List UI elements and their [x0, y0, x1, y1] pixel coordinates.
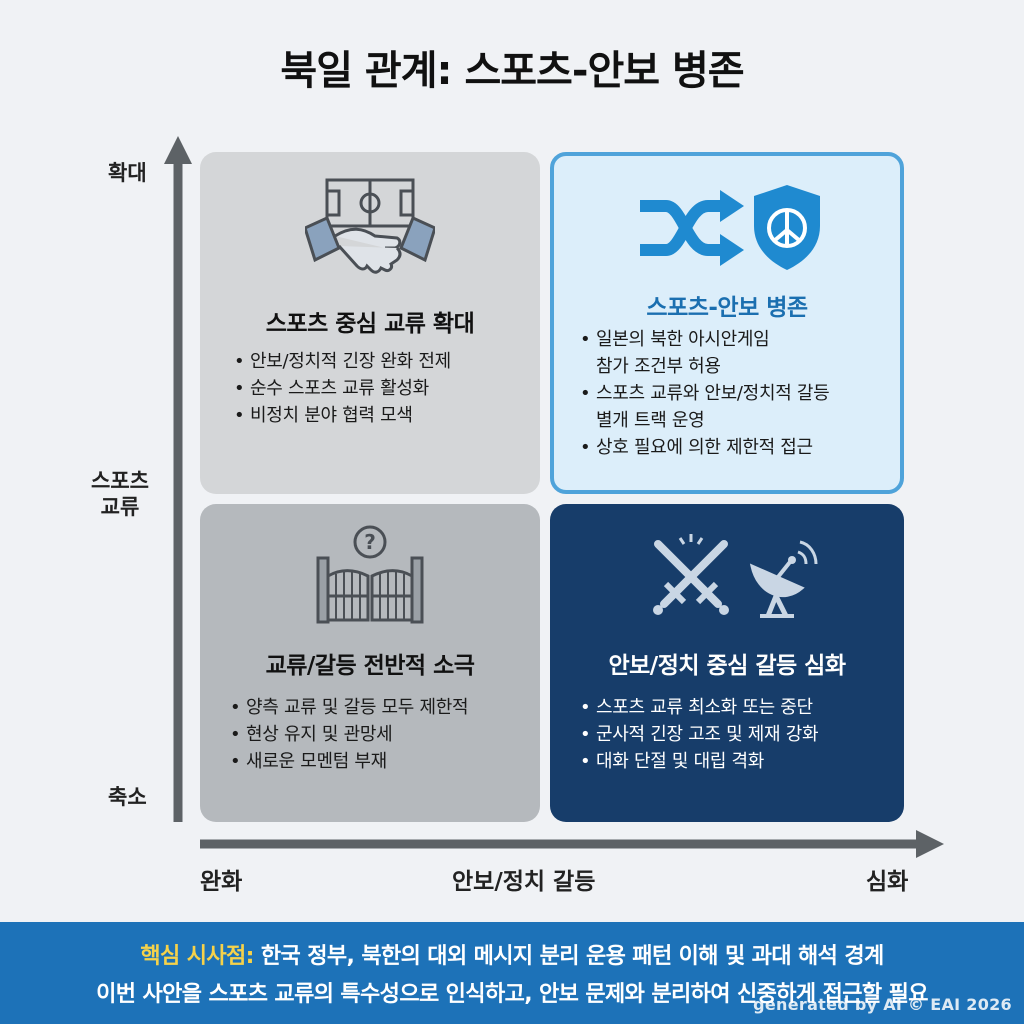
crossed-swords-icon — [653, 534, 729, 615]
list-item: 일본의 북한 아시안게임 참가 조건부 허용 — [580, 326, 829, 380]
quadrant-top-left: 스포츠 중심 교류 확대 안보/정치적 긴장 완화 전제 순수 스포츠 교류 활… — [200, 152, 540, 494]
banner-line2: 이번 사안을 스포츠 교류의 특수성으로 인식하고, 안보 문제와 분리하여 신… — [96, 982, 928, 1007]
list-item: 양측 교류 및 갈등 모두 제한적 — [230, 694, 469, 721]
banner-line1-text: 한국 정부, 북한의 대외 메시지 분리 운용 패턴 이해 및 과대 해석 경계 — [253, 944, 884, 969]
list-item: 현상 유지 및 관망세 — [230, 721, 468, 748]
shuffle-arrows-icon — [640, 190, 744, 266]
page-title: 북일 관계: 스포츠-안보 병존 — [280, 48, 744, 94]
banner-line1: 핵심 시사점: 한국 정부, 북한의 대외 메시지 분리 운용 패턴 이해 및 … — [0, 938, 1024, 970]
quadrant-top-left-heading: 스포츠 중심 교류 확대 — [265, 311, 475, 337]
quadrant-bottom-right: 안보/정치 중심 갈등 심화 스포츠 교류 최소화 또는 중단 군사적 긴장 고… — [550, 504, 904, 822]
quadrant-top-right-bullets: 일본의 북한 아시안게임 참가 조건부 허용 스포츠 교류와 안보/정치적 갈등… — [580, 326, 830, 461]
handshake-field-icon — [305, 178, 435, 274]
x-axis-arrow — [916, 830, 944, 858]
list-item: 스포츠 교류 최소화 또는 중단 — [580, 694, 818, 721]
y-axis-bottom-label: 축소 — [108, 785, 147, 809]
implication-banner: 핵심 시사점: 한국 정부, 북한의 대외 메시지 분리 운용 패턴 이해 및 … — [0, 922, 1024, 1024]
x-axis-right-label: 심화 — [866, 869, 909, 895]
quadrant-bottom-left-heading: 교류/갈등 전반적 소극 — [265, 653, 475, 679]
quadrant-bottom-left: ? 교류/갈등 전반적 소극 양측 교류 및 갈등 모두 제한적 현상 유지 및… — [200, 504, 540, 822]
banner-key-label: 핵심 시사점: — [140, 944, 254, 969]
list-item: 순수 스포츠 교류 활성화 — [234, 375, 451, 402]
y-axis-middle-label-line2: 교류 — [100, 495, 140, 520]
quadrant-bottom-left-bullets: 양측 교류 및 갈등 모두 제한적 현상 유지 및 관망세 새로운 모멘텀 부재 — [230, 694, 469, 775]
list-item: 상호 필요에 의한 제한적 접근 — [580, 434, 829, 461]
x-axis-left-label: 완화 — [200, 869, 243, 895]
y-axis-arrow — [164, 136, 192, 164]
svg-text:?: ? — [364, 530, 376, 554]
list-item: 비정치 분야 협력 모색 — [234, 402, 451, 429]
radar-dish-icon — [749, 540, 818, 618]
list-item: 군사적 긴장 고조 및 제재 강화 — [580, 721, 819, 748]
quadrant-bottom-right-bullets: 스포츠 교류 최소화 또는 중단 군사적 긴장 고조 및 제재 강화 대화 단절… — [580, 694, 819, 775]
quadrant-bottom-right-heading: 안보/정치 중심 갈등 심화 — [608, 653, 846, 679]
y-axis-top-label: 확대 — [108, 161, 147, 185]
quadrant-top-left-bullets: 안보/정치적 긴장 완화 전제 순수 스포츠 교류 활성화 비정치 분야 협력 … — [234, 348, 451, 429]
list-item: 안보/정치적 긴장 완화 전제 — [234, 348, 451, 375]
gate-question-icon: ? — [316, 525, 424, 624]
ai-watermark: generated by AI © EAI 2026 — [753, 995, 1012, 1014]
x-axis-middle-label: 안보/정치 갈등 — [452, 869, 596, 895]
y-axis-middle-label: 스포츠 교류 — [82, 468, 158, 521]
list-item: 새로운 모멘텀 부재 — [230, 748, 468, 775]
y-axis-middle-label-line1: 스포츠 — [91, 469, 149, 493]
quadrant-top-right-heading: 스포츠-안보 병존 — [646, 295, 808, 321]
list-item: 스포츠 교류와 안보/정치적 갈등 별개 트랙 운영 — [580, 380, 830, 434]
list-item: 대화 단절 및 대립 격화 — [580, 748, 818, 775]
shield-peace-icon — [754, 185, 820, 270]
quadrant-top-right: 스포츠-안보 병존 일본의 북한 아시안게임 참가 조건부 허용 스포츠 교류와… — [550, 152, 904, 494]
